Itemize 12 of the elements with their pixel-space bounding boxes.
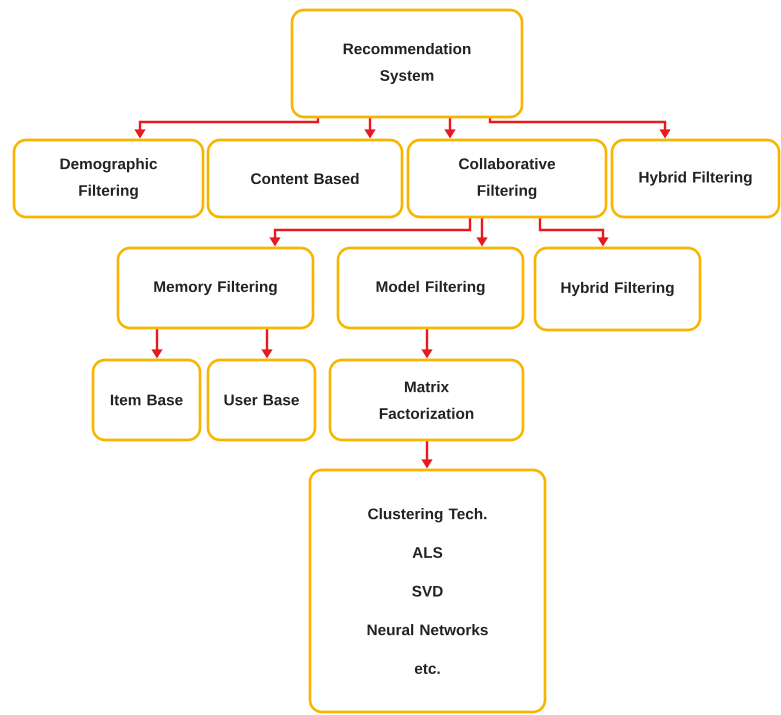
category-box: Recommendation System — [290, 8, 524, 118]
category-box: User Base — [206, 358, 316, 442]
category-box: Item Base — [92, 358, 202, 442]
category-box: Demographic Filtering — [12, 138, 204, 218]
category-box: Model Filtering — [336, 246, 524, 330]
category-box: Memory Filtering — [116, 246, 314, 330]
category-box: Hybrid Filtering — [610, 138, 780, 218]
category-box: Content Based — [206, 138, 404, 218]
category-box: Collaborative Filtering — [406, 138, 608, 218]
category-box: Matrix Factorization — [328, 358, 524, 442]
category-box: Hybrid Filtering — [534, 246, 702, 332]
category-box: Clustering Tech. ALS SVD Neural Networks etc. — [308, 468, 546, 714]
